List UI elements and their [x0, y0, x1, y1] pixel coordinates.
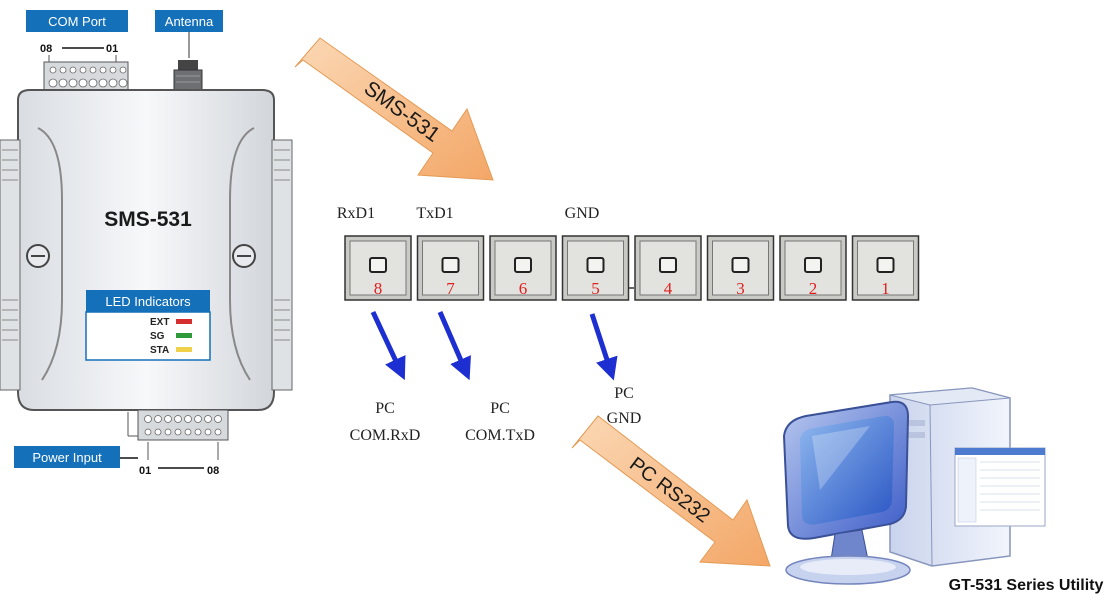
sms-531-arrow: SMS-531 — [294, 37, 494, 181]
antenna-header — [155, 10, 223, 32]
led-indicators-title: LED Indicators — [105, 294, 191, 309]
power-input-header — [14, 446, 120, 468]
conn-rxd-line2: COM.RxD — [350, 427, 421, 444]
pin-number-6: 6 — [519, 279, 528, 298]
pin-socket-icon — [369, 257, 387, 273]
sms-531-arrow-label: SMS-531 — [360, 77, 444, 147]
wire-txd-arrow — [437, 311, 471, 381]
wire-gnd-arrow — [589, 313, 618, 381]
pc-rs232-arrow: PC RS232 — [571, 415, 771, 567]
pin-label-txd1: TxD1 — [416, 205, 453, 222]
pin-label-rxd1: RxD1 — [337, 205, 375, 222]
pin-number-7: 7 — [446, 279, 455, 298]
com-port-right-pin: 01 — [106, 43, 118, 55]
pin-box-3: 3 — [706, 235, 775, 301]
connection-labels: PC COM.RxD PC COM.TxD PC GND — [350, 385, 642, 444]
sms-531-device: COM Port 08 01 Antenna — [0, 10, 293, 477]
power-input-label: Power Input — [32, 450, 102, 465]
conn-txd-line1: PC — [490, 400, 510, 417]
led-label-sta: STA — [150, 345, 169, 356]
device-name: SMS-531 — [104, 208, 192, 231]
pin-box-8: 8 — [344, 235, 412, 301]
led-ext-indicator — [176, 319, 192, 324]
computer-icon — [782, 387, 1046, 585]
pin-socket-icon — [876, 257, 895, 273]
wire-arrows — [370, 310, 618, 381]
pin-box-2: 2 — [779, 235, 847, 301]
power-terminal-block — [137, 409, 229, 441]
conn-gnd-line2: GND — [607, 410, 642, 427]
pin-number-8: 8 — [374, 279, 383, 298]
pin-socket-icon — [441, 257, 460, 273]
pin-socket-icon — [586, 257, 605, 273]
pin-socket-icon — [659, 257, 677, 273]
pin-header: RxD1 TxD1 GND 8 7 6 5 4 3 2 1 — [337, 205, 920, 301]
pin-socket-icon — [731, 257, 750, 273]
pin-number-3: 3 — [736, 279, 745, 298]
conn-gnd-line1: PC — [614, 385, 634, 402]
led-label-sg: SG — [150, 331, 165, 342]
com-port-header — [26, 10, 128, 32]
pin-number-2: 2 — [809, 279, 818, 298]
pin-box-1: 1 — [851, 235, 920, 301]
computer-caption: GT-531 Series Utility — [949, 577, 1104, 594]
pin-number-4: 4 — [664, 279, 673, 298]
pin-box-4: 4 — [634, 235, 702, 301]
led-label-ext: EXT — [150, 317, 169, 328]
antenna-connector — [178, 60, 198, 70]
led-indicators-header — [86, 290, 210, 312]
conn-txd-line2: COM.TxD — [465, 427, 535, 444]
pin-number-1: 1 — [881, 279, 890, 298]
pin-socket-icon — [514, 257, 532, 273]
pin-box-6: 6 — [489, 235, 557, 301]
power-left-pin: 01 — [139, 465, 151, 477]
com-port-label: COM Port — [48, 14, 106, 29]
wire-rxd-arrow — [370, 310, 406, 381]
conn-rxd-line1: PC — [375, 400, 395, 417]
power-right-pin: 08 — [207, 465, 219, 477]
antenna-label: Antenna — [165, 14, 214, 29]
pin-number-5: 5 — [591, 279, 600, 298]
led-sg-indicator — [176, 333, 192, 338]
pc-rs232-arrow-label: PC RS232 — [625, 453, 714, 527]
monitor-screen — [800, 415, 894, 525]
led-sta-indicator — [176, 347, 192, 352]
pin-socket-icon — [804, 257, 822, 273]
pin-label-gnd: GND — [565, 205, 600, 222]
pin-box-5: 5 — [561, 235, 630, 301]
pin-box-7: 7 — [416, 235, 485, 301]
com-port-left-pin: 08 — [40, 43, 52, 55]
